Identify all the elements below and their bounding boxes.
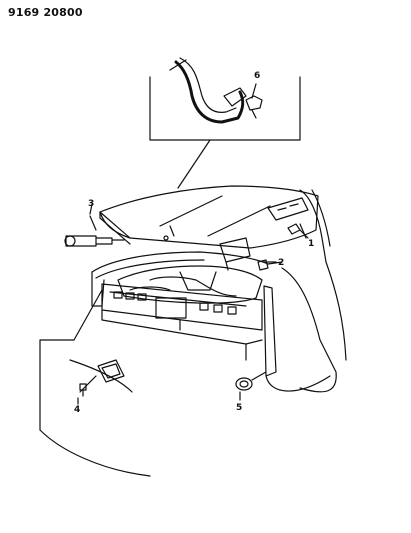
callout-labels: 1 2 3 4 5 6 xyxy=(74,71,314,415)
callout-4: 4 xyxy=(74,405,80,415)
leader-lines xyxy=(77,83,307,405)
detail-box-bottom xyxy=(39,289,151,477)
callout-3: 3 xyxy=(88,199,94,209)
callout-6: 6 xyxy=(254,71,260,81)
callout-2: 2 xyxy=(278,258,284,268)
trunk-lid xyxy=(99,185,319,249)
rear-body xyxy=(91,189,347,393)
callout-5: 5 xyxy=(236,403,242,413)
detail-box-top xyxy=(149,57,301,189)
document-number: 9169 20800 xyxy=(8,6,83,19)
callout-1: 1 xyxy=(308,239,314,249)
lock-cylinder xyxy=(64,215,125,247)
plug-grommet xyxy=(235,371,267,391)
